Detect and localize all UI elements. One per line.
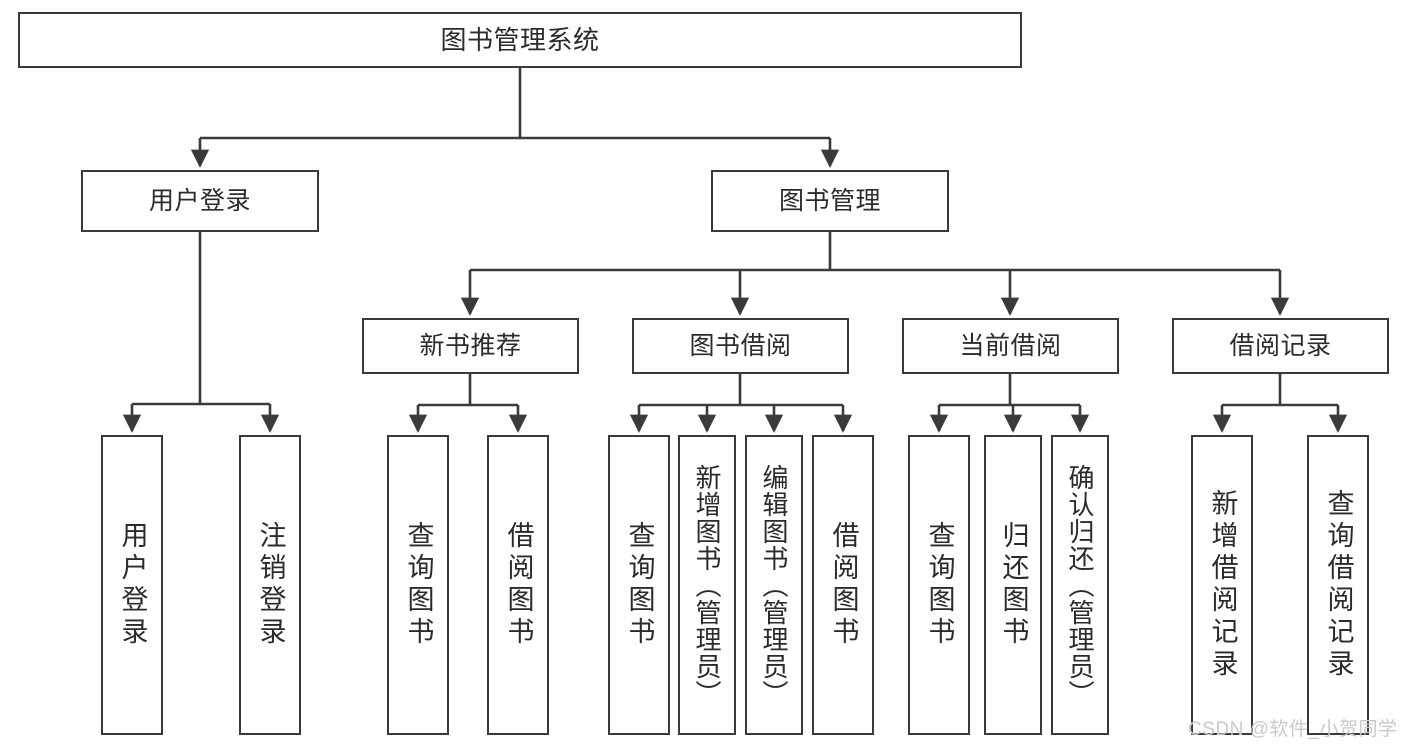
- node-label: 归还图书: [998, 521, 1029, 649]
- node-borrow-record[interactable]: 借阅记录: [1172, 318, 1389, 374]
- leaf-add-record[interactable]: 新增借阅记录: [1191, 435, 1253, 735]
- node-user-login[interactable]: 用户登录: [81, 170, 319, 232]
- node-label: 查询借阅记录: [1323, 489, 1354, 681]
- leaf-confirm-return[interactable]: 确认归还（管理员）: [1051, 435, 1109, 735]
- node-label: 图书借阅: [689, 331, 792, 360]
- watermark-credit: CSDN @软件_小贺同学: [1188, 719, 1398, 740]
- node-label: 用户登录: [148, 186, 251, 215]
- node-label: 查询图书: [403, 521, 434, 649]
- leaf-return-book[interactable]: 归还图书: [984, 435, 1042, 735]
- node-label: 借阅记录: [1229, 331, 1332, 360]
- node-new-book-recommendation[interactable]: 新书推荐: [362, 318, 579, 374]
- node-label: 查询图书: [624, 521, 655, 649]
- leaf-add-book[interactable]: 新增图书（管理员）: [678, 435, 736, 735]
- node-label: 借阅图书: [503, 521, 534, 649]
- node-label: 新增借阅记录: [1207, 489, 1238, 681]
- node-label: 注销登录: [255, 521, 286, 649]
- leaf-query-book-rec[interactable]: 查询图书: [387, 435, 449, 735]
- node-label: 确认归还（管理员）: [1065, 463, 1095, 707]
- node-current-borrow[interactable]: 当前借阅: [902, 318, 1119, 374]
- node-label: 当前借阅: [959, 331, 1062, 360]
- node-label: 新增图书（管理员）: [692, 463, 722, 707]
- node-label: 借阅图书: [828, 521, 859, 649]
- node-label: 编辑图书（管理员）: [759, 463, 789, 707]
- leaf-borrow-book-rec[interactable]: 借阅图书: [487, 435, 549, 735]
- node-root-system[interactable]: 图书管理系统: [18, 12, 1022, 68]
- leaf-query-record[interactable]: 查询借阅记录: [1307, 435, 1369, 735]
- leaf-query-book-current[interactable]: 查询图书: [908, 435, 970, 735]
- node-label: 查询图书: [924, 521, 955, 649]
- node-label: 新书推荐: [419, 331, 522, 360]
- node-label: 用户登录: [117, 521, 148, 649]
- leaf-borrow-book[interactable]: 借阅图书: [812, 435, 874, 735]
- leaf-user-login[interactable]: 用户登录: [101, 435, 163, 735]
- node-label: 图书管理: [778, 186, 881, 215]
- node-label: 图书管理系统: [440, 24, 600, 55]
- leaf-query-book-borrow[interactable]: 查询图书: [608, 435, 670, 735]
- node-book-borrow[interactable]: 图书借阅: [632, 318, 849, 374]
- leaf-edit-book[interactable]: 编辑图书（管理员）: [745, 435, 803, 735]
- node-book-management[interactable]: 图书管理: [711, 170, 949, 232]
- leaf-logout[interactable]: 注销登录: [239, 435, 301, 735]
